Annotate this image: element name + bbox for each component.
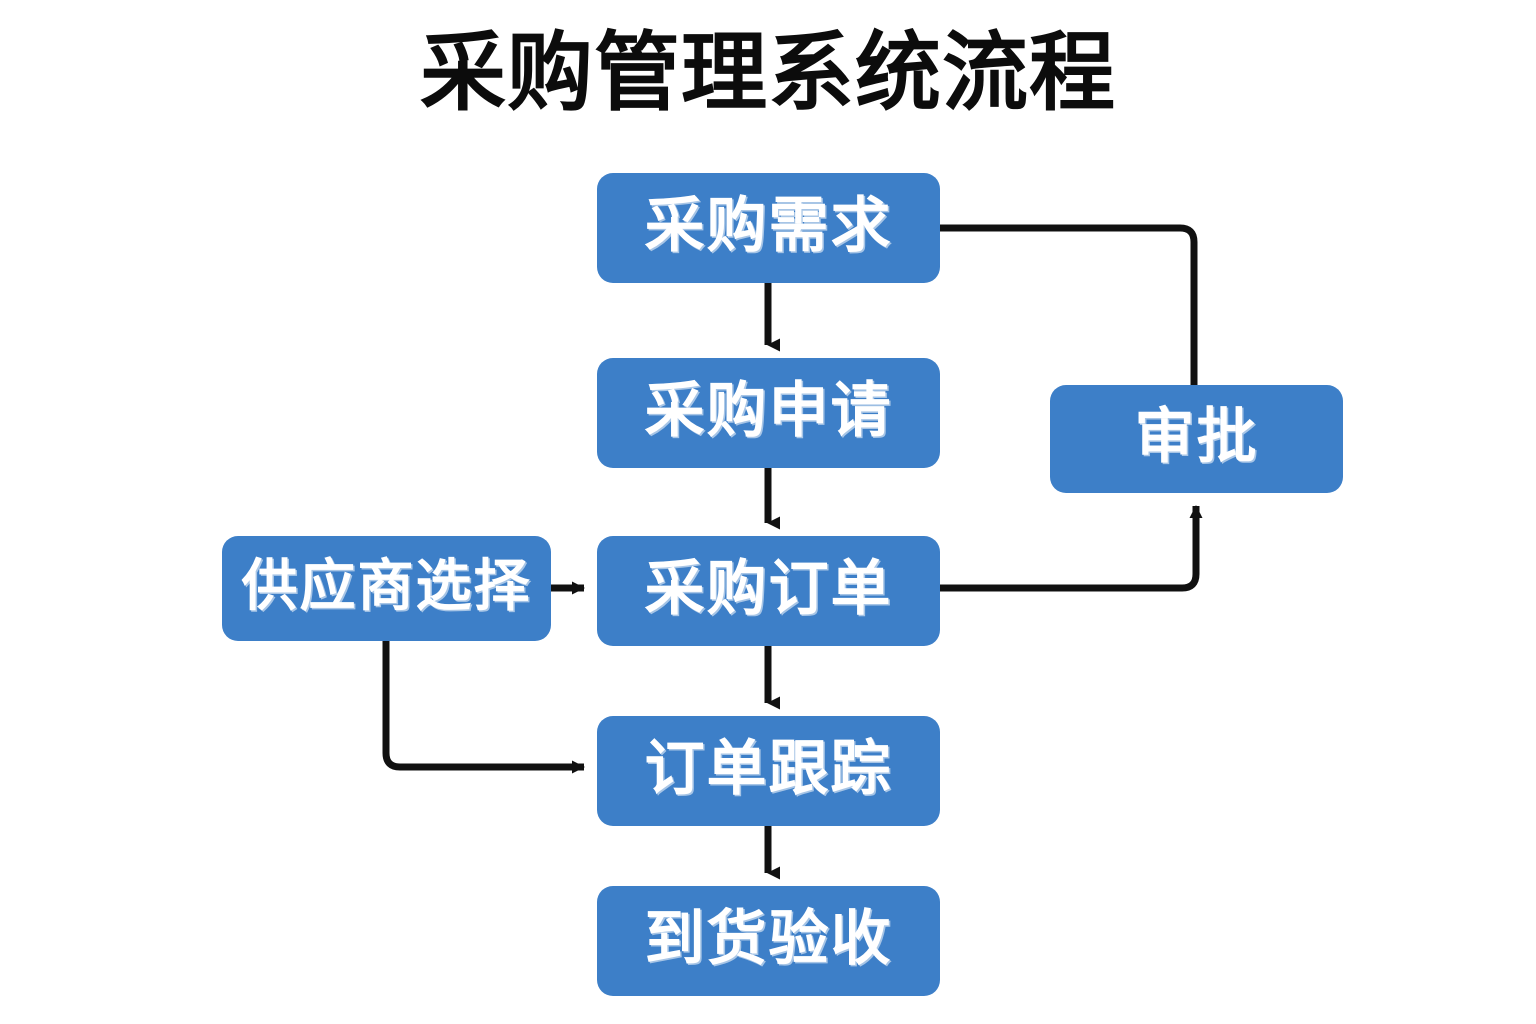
node-order[interactable]: 采购订单	[597, 536, 940, 646]
node-approval-label: 审批	[1134, 402, 1259, 472]
node-demand[interactable]: 采购需求	[597, 173, 940, 283]
node-receipt[interactable]: 到货验收	[597, 886, 940, 996]
edge-supplier-to-tracking	[382, 641, 585, 774]
edge-demand-to-approval	[940, 224, 1198, 385]
node-request[interactable]: 采购申请	[597, 358, 940, 468]
node-request-label: 采购申请	[644, 376, 893, 446]
node-supplier-label: 供应商选择	[241, 553, 532, 619]
node-supplier[interactable]: 供应商选择	[222, 536, 551, 641]
node-tracking-label: 订单跟踪	[644, 734, 893, 804]
node-tracking[interactable]: 订单跟踪	[597, 716, 940, 826]
node-order-label: 采购订单	[644, 554, 893, 624]
node-receipt-label: 到货验收	[644, 904, 893, 974]
page-title: 采购管理系统流程	[420, 23, 1116, 123]
edge-order-to-approval	[940, 505, 1203, 592]
node-demand-label: 采购需求	[644, 191, 893, 261]
node-approval[interactable]: 审批	[1050, 385, 1343, 493]
